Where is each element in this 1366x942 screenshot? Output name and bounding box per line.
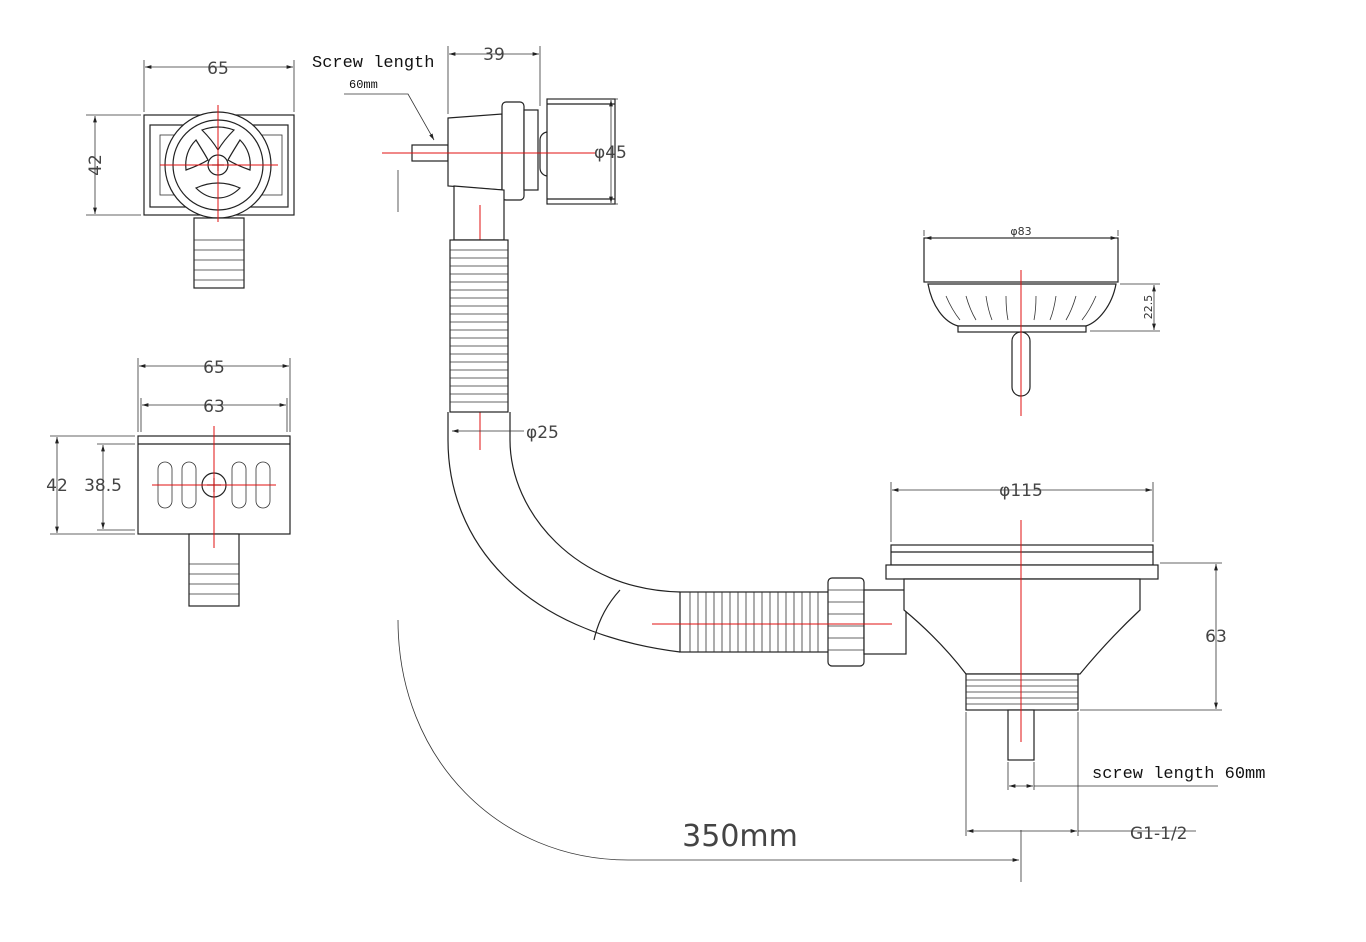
overflow-screw-value: 60mm [349,78,378,92]
hose-diameter-label: φ25 [526,423,559,443]
overflow-front-view: 65 63 42 38.5 [46,358,291,607]
top-view-width-label: 65 [207,59,229,79]
top-view-height-label: 42 [86,154,106,176]
front-view-outer-width-label: 65 [203,358,225,378]
front-view-inner-width-label: 63 [203,397,225,417]
overflow-screw-note: Screw length [312,54,434,73]
waste-body: φ115 63 screw length 60mm G1-1/2 [885,481,1265,844]
overflow-top-view: 65 42 [86,59,295,289]
waste-height-label: 63 [1205,627,1227,647]
front-view-inner-height-label: 38.5 [84,476,122,496]
hose-length-label: 350mm [682,819,798,854]
overflow-diameter-label: φ45 [594,143,627,163]
waste-diameter-label: φ115 [999,481,1043,501]
hose: φ25 350mm [397,170,1022,882]
waste-screw-note: screw length 60mm [1092,765,1265,784]
front-view-outer-height-label: 42 [46,476,68,496]
overflow-side-view: 39 φ45 Screw length 60mm [312,45,627,450]
overflow-depth-label: 39 [483,45,505,65]
waste-thread-label: G1-1/2 [1130,824,1187,844]
strainer-basket: φ83 22.5 [923,225,1160,416]
basket-height-label: 22.5 [1142,295,1155,320]
basket-diameter-label: φ83 [1010,225,1031,238]
